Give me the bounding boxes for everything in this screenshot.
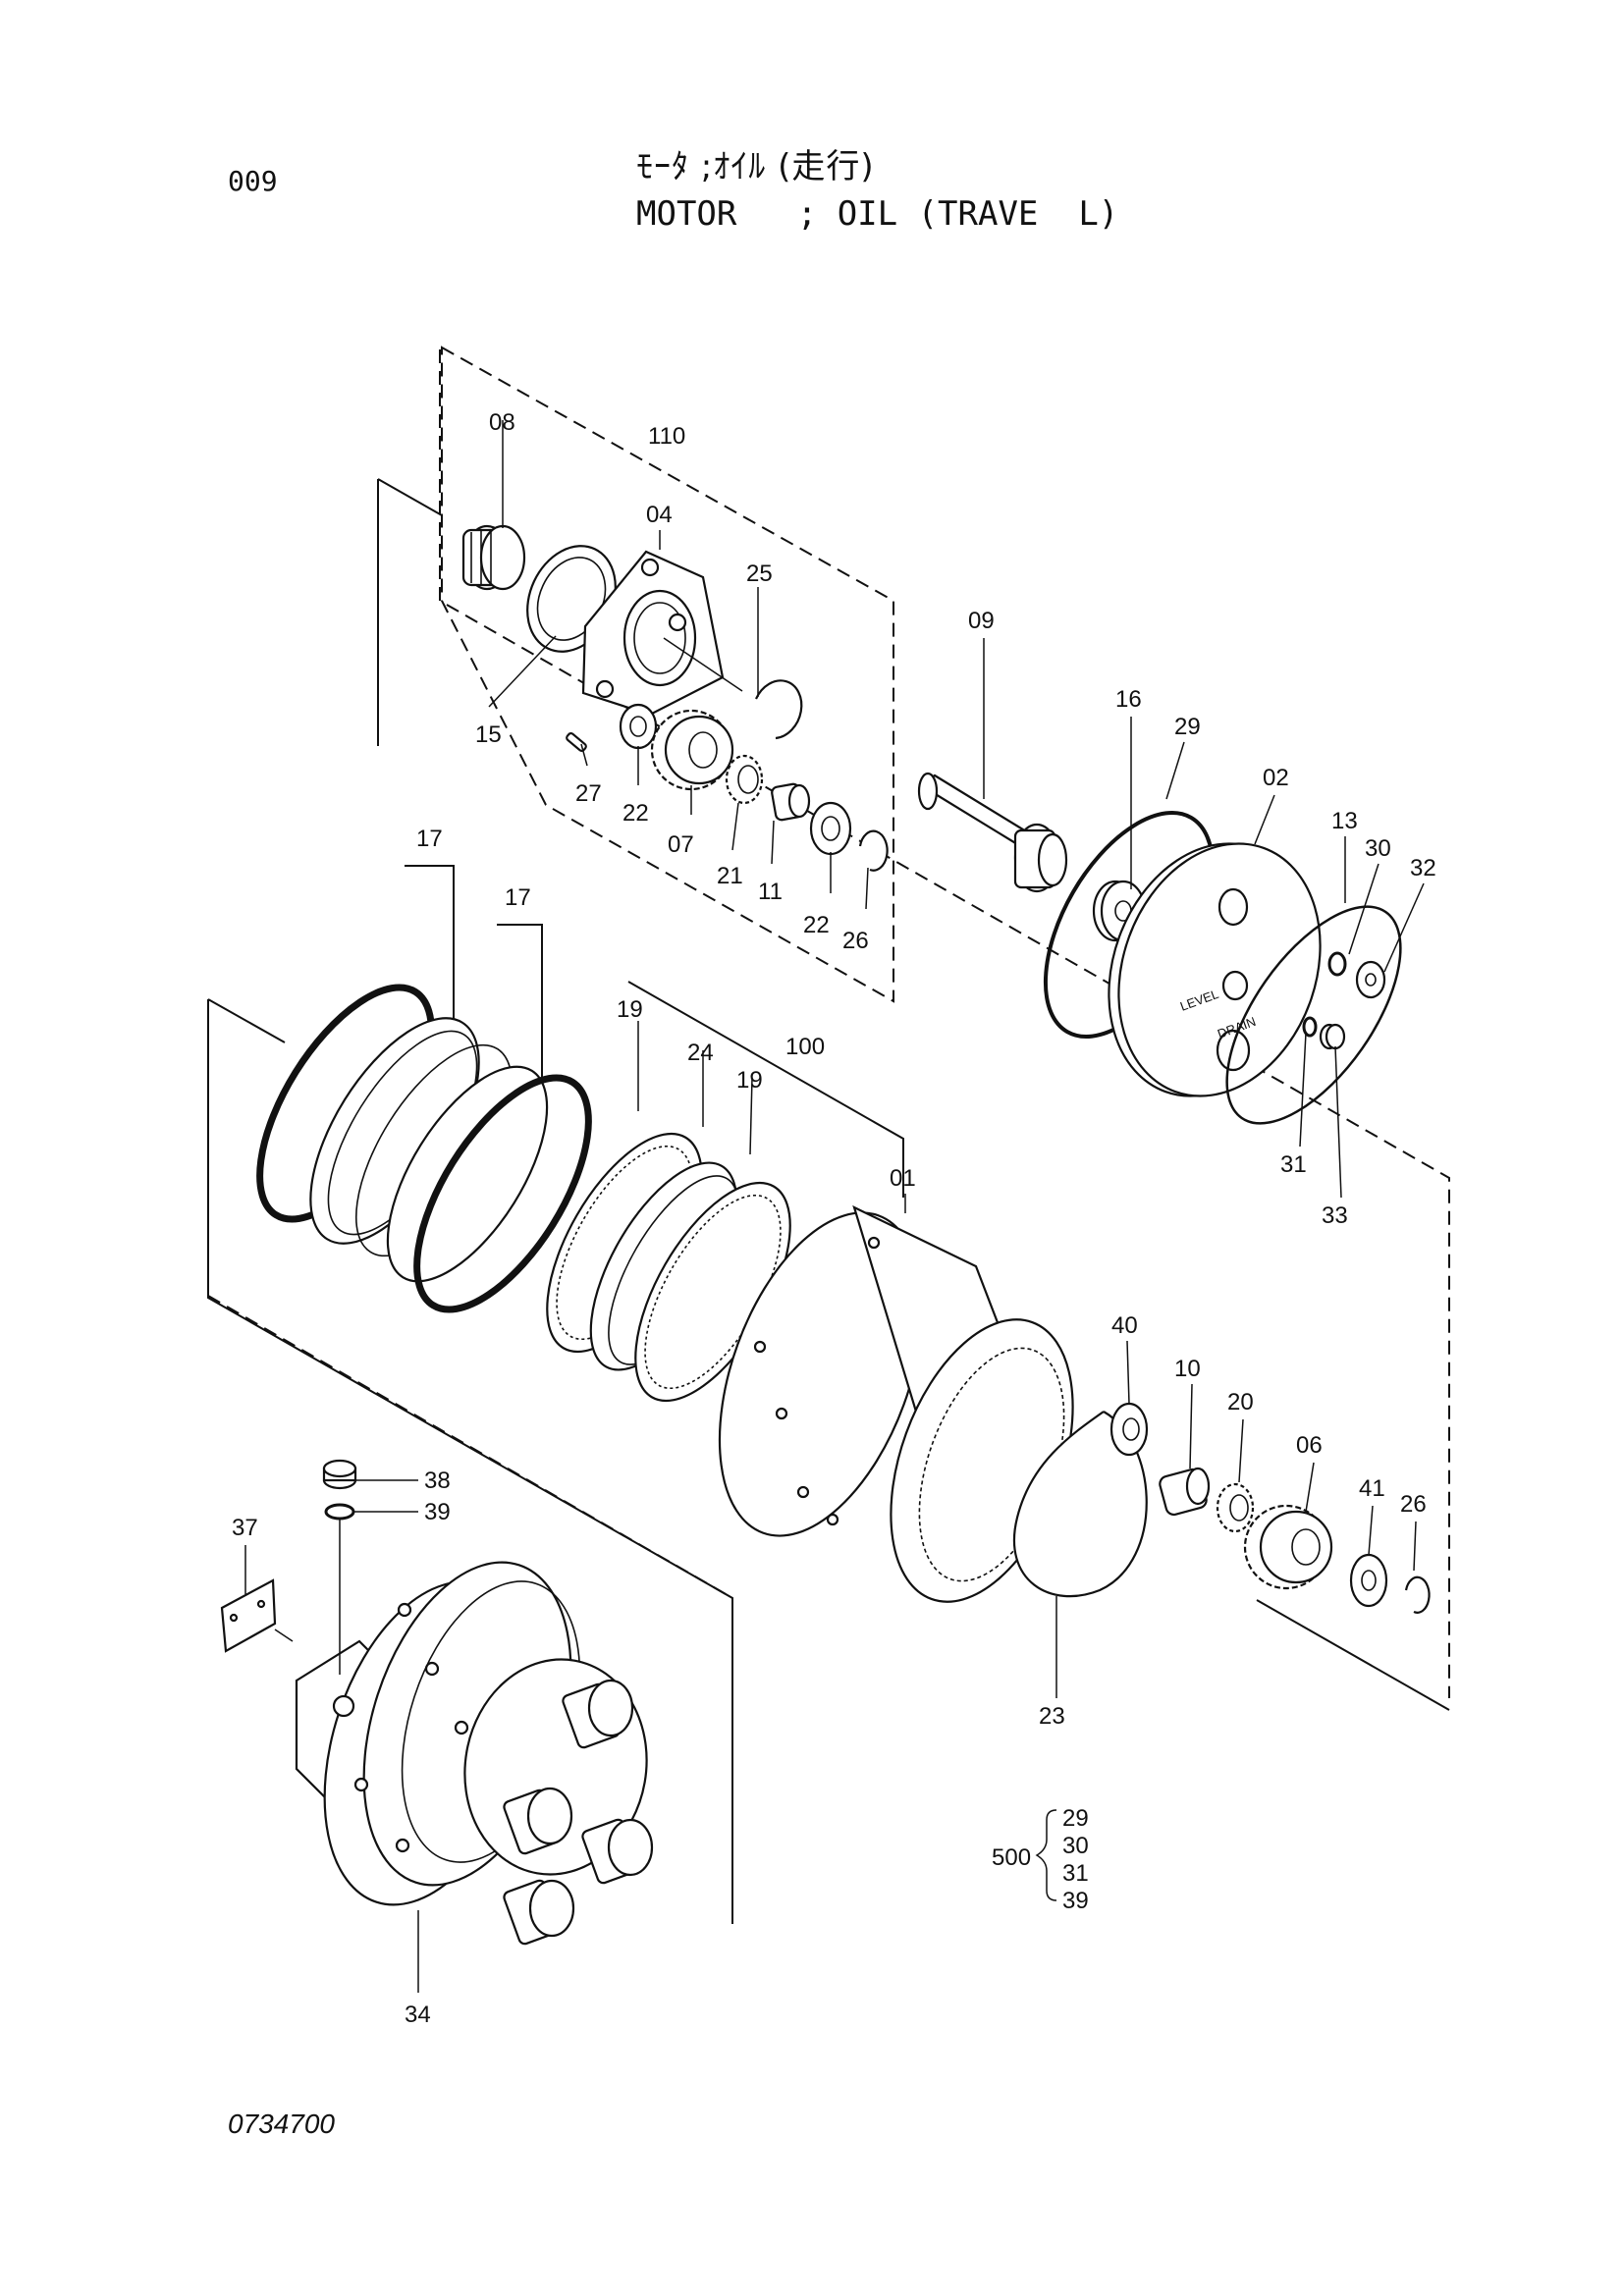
- callout-02: 02: [1263, 765, 1289, 791]
- kit-500-group: 500 29 30 31 39: [992, 1805, 1089, 1914]
- motor-port-3: [581, 1818, 654, 1885]
- callout-30: 30: [1365, 835, 1391, 862]
- callout-17b: 17: [505, 884, 531, 911]
- thrust-washer-22a: [619, 703, 658, 750]
- kit-item-31: 31: [1062, 1860, 1089, 1887]
- assembly-frame-110: [441, 346, 894, 1003]
- cover-plate-13: [1225, 905, 1402, 1125]
- snap-ring-26b: [1404, 1575, 1431, 1614]
- retaining-ring-25: [754, 679, 803, 740]
- callout-32: 32: [1410, 855, 1436, 881]
- callout-17a: 17: [416, 826, 443, 852]
- pinion-gear-08: [461, 524, 526, 591]
- page-number: 009: [228, 165, 278, 197]
- callout-08: 08: [489, 409, 515, 436]
- motor-port-4: [503, 1879, 575, 1946]
- drive-shaft-09: [917, 772, 1068, 893]
- o-ring-39: [324, 1503, 355, 1521]
- pin-27: [566, 731, 587, 753]
- planet-gear-07: [650, 709, 734, 791]
- callout-09: 09: [968, 608, 995, 634]
- planet-gear-06: [1243, 1504, 1333, 1590]
- assembly-frame-big-dashed: [207, 1295, 733, 1599]
- needle-bearing-21: [725, 754, 764, 805]
- callout-15: 15: [475, 721, 502, 748]
- callout-23: 23: [1039, 1703, 1065, 1730]
- cover-02: LEVEL DRAIN: [1108, 842, 1322, 1097]
- assembly-frame-big-top: [207, 998, 286, 1043]
- assembly-frame-left-edge: [377, 478, 443, 516]
- pin-11: [771, 782, 811, 822]
- kit-item-39: 39: [1062, 1888, 1089, 1914]
- kit-item-30: 30: [1062, 1833, 1089, 1859]
- document-number: 0734700: [228, 2109, 336, 2139]
- kit-item-29: 29: [1062, 1805, 1089, 1832]
- callout-33: 33: [1322, 1202, 1348, 1229]
- callout-20: 20: [1227, 1389, 1254, 1415]
- callout-16: 16: [1115, 686, 1142, 713]
- motor-port-2: [503, 1787, 573, 1855]
- assembly-frame-right: [1256, 1599, 1450, 1711]
- motor-port-1: [562, 1679, 634, 1749]
- o-ring-31: [1302, 1016, 1318, 1038]
- plug-33: [1319, 1023, 1346, 1050]
- callout-41: 41: [1359, 1475, 1385, 1502]
- callout-19b: 19: [736, 1067, 763, 1094]
- callout-27: 27: [575, 780, 602, 807]
- carrier-plate-04: [581, 550, 725, 717]
- callout-100: 100: [785, 1034, 825, 1060]
- callout-21: 21: [717, 863, 743, 889]
- needle-bearing-20: [1216, 1482, 1255, 1533]
- thrust-washer-40: [1109, 1402, 1149, 1457]
- page-title-english: MOTOR ; OIL (TRAVE L): [636, 194, 1119, 234]
- callout-26b: 26: [1400, 1491, 1427, 1518]
- callout-25: 25: [746, 561, 773, 587]
- callout-38: 38: [424, 1468, 451, 1494]
- callout-11: 11: [758, 879, 783, 905]
- kit-brace: [1035, 1809, 1057, 1901]
- callout-22b: 22: [803, 912, 830, 938]
- callout-37: 37: [232, 1515, 258, 1541]
- callout-06: 06: [1296, 1432, 1323, 1459]
- kit-number: 500: [992, 1844, 1031, 1871]
- plug-32: [1355, 960, 1386, 999]
- callout-39: 39: [424, 1499, 451, 1525]
- assembly-frame-17-outer: [405, 865, 455, 1041]
- page-title-japanese: ﾓｰﾀ ;ｵｲﾙ (走行): [636, 147, 875, 187]
- assembly-frame-100: [627, 981, 904, 1198]
- callout-07: 07: [668, 831, 694, 858]
- callout-10: 10: [1174, 1356, 1201, 1382]
- callout-26a: 26: [842, 928, 869, 954]
- thrust-washer-41: [1349, 1553, 1388, 1608]
- snap-ring-23: [1012, 1411, 1148, 1598]
- callout-22a: 22: [622, 800, 649, 827]
- callout-31: 31: [1280, 1151, 1307, 1178]
- callout-29: 29: [1174, 714, 1201, 740]
- callout-13: 13: [1331, 808, 1358, 834]
- thrust-washer-22b: [809, 801, 852, 856]
- travel-motor-34: [295, 1561, 654, 1946]
- callout-01: 01: [890, 1165, 916, 1192]
- floating-seal-17b: [386, 1065, 592, 1313]
- plug-38: [322, 1459, 357, 1490]
- callout-04: 04: [646, 502, 673, 528]
- nameplate-37: [220, 1578, 277, 1653]
- callout-19a: 19: [617, 996, 643, 1023]
- callout-34: 34: [405, 2002, 431, 2028]
- o-ring-30: [1327, 951, 1347, 977]
- callout-110: 110: [648, 423, 685, 450]
- pin-10: [1159, 1467, 1211, 1517]
- callout-24: 24: [687, 1040, 714, 1066]
- callout-40: 40: [1111, 1312, 1138, 1339]
- assembly-frame-17-inner: [497, 924, 543, 1090]
- assembly-frame-top-dashed: [439, 349, 1450, 1698]
- snap-ring-26a: [858, 829, 889, 872]
